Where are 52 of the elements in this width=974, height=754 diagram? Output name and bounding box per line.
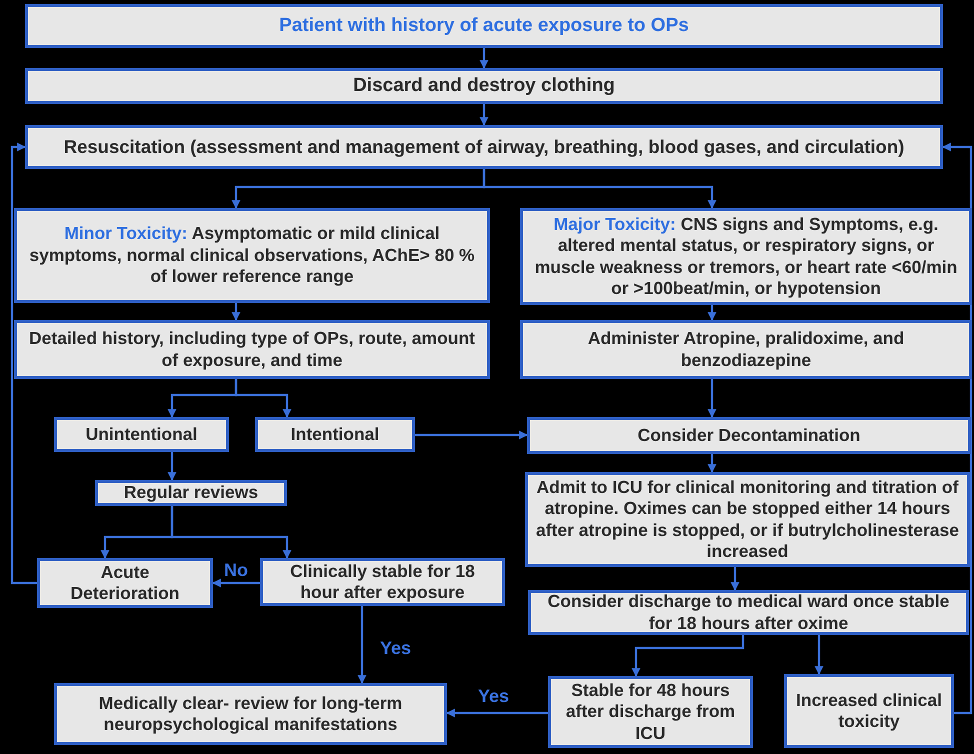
- process-box: [260, 558, 505, 606]
- box-text: Acute Deterioration: [70, 562, 180, 604]
- process-box: [25, 4, 943, 48]
- box-text: Clinically stable for 18 hour after exposure: [289, 560, 476, 604]
- box-text: Detailed history, including type of OPs, route, amount of exposure, and time: [28, 328, 476, 371]
- arrow: [632, 635, 744, 677]
- box-text: Stable for 48 hours after discharge from ICU: [564, 680, 736, 744]
- arrow: [482, 169, 716, 209]
- process-box: [520, 320, 972, 379]
- process-box: [255, 417, 415, 452]
- box-text: Consider Decontamination: [638, 424, 860, 446]
- arrow: [234, 379, 292, 418]
- box-text: Intentional: [290, 424, 380, 446]
- box-text: Consider discharge to medical ward once stable for 18 hours after oxime: [546, 591, 950, 634]
- arrow: [814, 635, 824, 675]
- arrow: [446, 708, 548, 718]
- arrow: [168, 452, 176, 481]
- box-text: Patient with history of acute exposure to OPs: [279, 14, 689, 38]
- process-box: [548, 676, 753, 748]
- box-text: Regular reviews: [124, 482, 258, 504]
- box-text: Unintentional: [86, 424, 198, 446]
- process-box: [37, 558, 213, 608]
- box-text: Admit to ICU for clinical monitoring and titration of atropine. Oximes can be stopped either 14 hours after atropine is stopped, or if butrylcholinesterase increased: [534, 476, 960, 562]
- arrow: [708, 305, 716, 321]
- arrow: [708, 454, 716, 473]
- box-text: Medically clear- review for long-term neuropsychological manifestations: [98, 692, 404, 736]
- box-text: Resuscitation (assessment and management of airway, breathing, blood gases, and circulation): [64, 136, 904, 158]
- arrow: [10, 142, 37, 584]
- process-box: [54, 683, 447, 745]
- arrow: [480, 48, 488, 69]
- process-box: [25, 68, 943, 104]
- arrow: [415, 430, 528, 440]
- box-text: Increased clinical toxicity: [795, 690, 943, 732]
- process-box: [784, 674, 954, 748]
- arrow: [480, 104, 488, 126]
- arrow: [170, 506, 292, 559]
- process-box: [527, 417, 971, 454]
- arrow: [708, 379, 716, 418]
- arrow: [358, 606, 366, 684]
- box-text: Major Toxicity: CNS signs and Symptoms, e.g. altered mental status, or respiratory signs, or muscle weakness or tremors, or heart rate <60/min or >100beat/min, or hypotension: [534, 214, 958, 300]
- arrow: [232, 303, 240, 321]
- process-box: [25, 125, 943, 169]
- box-text: Administer Atropine, pralidoxime, and benzodiazepine: [586, 328, 906, 371]
- process-box: [54, 417, 229, 452]
- arrow: [212, 578, 260, 588]
- process-box: [95, 480, 287, 506]
- box-text: Minor Toxicity: Asymptomatic or mild clinical symptoms, normal clinical observations, AChE> 80 % of lower reference range: [28, 223, 476, 288]
- box-text: Discard and destroy clothing: [353, 74, 615, 98]
- process-box: [520, 208, 972, 305]
- arrow: [730, 567, 740, 591]
- process-box: [14, 320, 490, 379]
- process-box: [14, 208, 490, 303]
